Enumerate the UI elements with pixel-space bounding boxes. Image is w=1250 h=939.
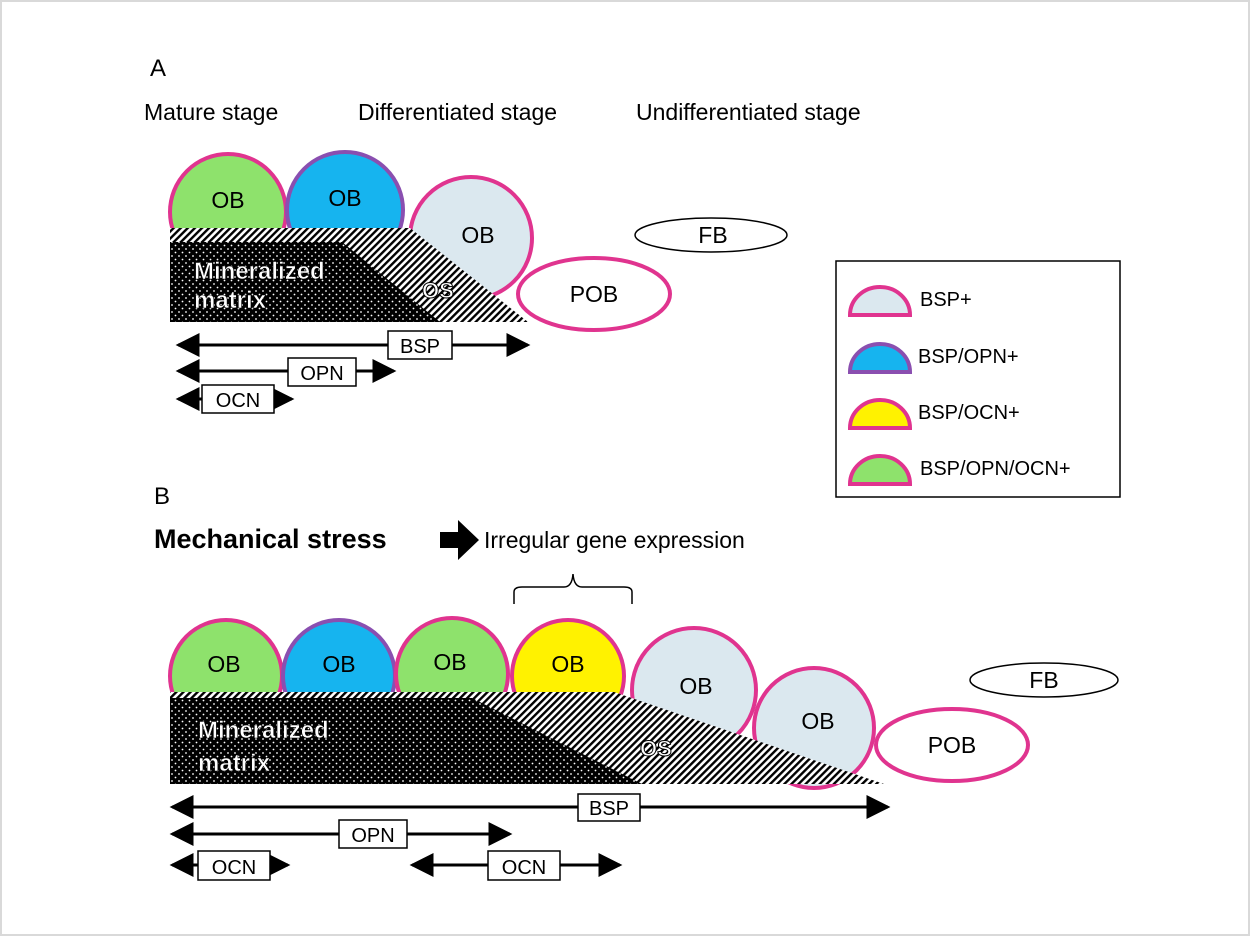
panel-b-matrix-label-1: Mineralized bbox=[198, 717, 329, 744]
panel-a-ocn-range: OCN bbox=[175, 384, 295, 414]
panel-a-pob: POB bbox=[516, 256, 672, 332]
pob-label: POB bbox=[928, 732, 977, 758]
panel-a-label: A bbox=[150, 55, 166, 82]
opn-label: OPN bbox=[300, 363, 343, 385]
ocn-label: OCN bbox=[502, 857, 546, 879]
panel-a-opn-range: OPN bbox=[175, 357, 397, 387]
pob-label: POB bbox=[570, 281, 619, 307]
legend-swatch bbox=[847, 454, 913, 486]
stage-differentiated-label: Differentiated stage bbox=[358, 99, 557, 125]
bsp-label: BSP bbox=[589, 798, 629, 820]
fb-label: FB bbox=[1029, 667, 1058, 693]
fb-label: FB bbox=[698, 222, 727, 248]
panel-a-matrix-label-1: Mineralized bbox=[194, 258, 325, 285]
legend-label: BSP+ bbox=[920, 289, 972, 311]
panel-b-ocn-range-1: OCN bbox=[169, 850, 291, 881]
cell-label: OB bbox=[801, 708, 834, 734]
cell-label: OB bbox=[679, 673, 712, 699]
ocn-label: OCN bbox=[216, 390, 260, 412]
legend-item-bsp-opn-ocn: BSP/OPN/OCN+ bbox=[847, 454, 1071, 486]
panel-b-bsp-range: BSP bbox=[169, 793, 891, 822]
legend-label: BSP/OPN/OCN+ bbox=[920, 458, 1071, 480]
panel-a-fb: FB bbox=[634, 217, 788, 253]
cell-label: OB bbox=[328, 185, 361, 211]
panel-a-osteoid-label: OS bbox=[422, 278, 454, 303]
bsp-label: BSP bbox=[400, 336, 440, 358]
ocn-label: OCN bbox=[212, 857, 256, 879]
legend-swatch bbox=[847, 342, 913, 374]
stress-arrow-icon bbox=[440, 520, 479, 560]
legend-swatch bbox=[847, 285, 913, 317]
irregular-expression-label: Irregular gene expression bbox=[484, 527, 745, 553]
cell-label: OB bbox=[433, 649, 466, 675]
panel-b-pob: POB bbox=[874, 707, 1030, 783]
legend-item-bsp-ocn: BSP/OCN+ bbox=[847, 398, 1020, 430]
panel-b-osteoid-label: OS bbox=[640, 736, 672, 761]
panel-a-matrix-label-2: matrix bbox=[194, 287, 267, 314]
cell-label: OB bbox=[461, 222, 494, 248]
panel-b-mineralized-matrix bbox=[170, 698, 642, 784]
legend-item-bsp-opn: BSP/OPN+ bbox=[847, 342, 1019, 374]
cell-label: OB bbox=[322, 651, 355, 677]
legend-item-bsp: BSP+ bbox=[847, 285, 972, 317]
stage-mature-label: Mature stage bbox=[144, 99, 278, 125]
panel-b-label: B bbox=[154, 483, 170, 510]
legend: BSP+ BSP/OPN+ BSP/OCN+ BSP/OPN/OCN+ bbox=[835, 260, 1121, 498]
opn-label: OPN bbox=[351, 825, 394, 847]
cell-label: OB bbox=[207, 651, 240, 677]
panel-a-mineralized-matrix bbox=[170, 242, 440, 322]
legend-label: BSP/OPN+ bbox=[918, 346, 1019, 368]
mechanical-stress-label: Mechanical stress bbox=[154, 524, 387, 554]
legend-swatch bbox=[847, 398, 913, 430]
cell-label: OB bbox=[211, 187, 244, 213]
panel-a-bsp-range: BSP bbox=[175, 330, 531, 360]
legend-label: BSP/OCN+ bbox=[918, 402, 1020, 424]
cell-label: OB bbox=[551, 651, 584, 677]
panel-b-ocn-range-2: OCN bbox=[409, 850, 623, 881]
stage-undifferentiated-label: Undifferentiated stage bbox=[636, 99, 861, 125]
panel-b-fb: FB bbox=[969, 662, 1119, 698]
irregular-bracket bbox=[513, 573, 633, 604]
panel-b-opn-range: OPN bbox=[169, 819, 513, 849]
panel-b-matrix-label-2: matrix bbox=[198, 750, 271, 777]
